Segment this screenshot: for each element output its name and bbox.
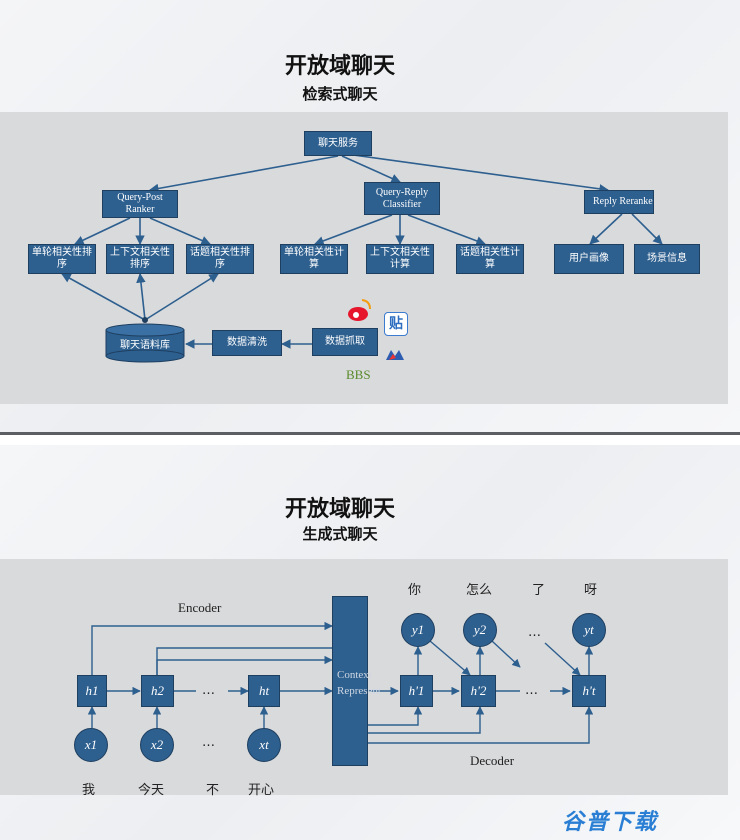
node-query-post-ranker: Query-Post Ranker [102, 190, 178, 218]
node-reply-reranker: Reply Reranker [584, 190, 654, 214]
output-word: 你 [408, 583, 422, 598]
node-single-turn-calc: 单轮相关性计算 [280, 244, 348, 274]
h-prime-node: h'2 [461, 675, 496, 707]
h-prime-node: h't [572, 675, 606, 707]
corpus-database-icon [105, 323, 185, 363]
node-topic-calc: 话题相关性计算 [456, 244, 524, 274]
encoder-label: Encoder [178, 600, 222, 615]
x-node: x2 [140, 728, 174, 762]
slide-subtitle: 检索式聊天 [302, 85, 378, 103]
ellipsis: … [525, 683, 538, 698]
site-watermark: 谷普下载 [562, 810, 659, 835]
decoder-label: Decoder [470, 753, 515, 768]
top-connectors [61, 153, 663, 363]
h-prime-node: h'1 [400, 675, 433, 707]
ellipsis: … [202, 683, 215, 698]
node-chat-corpus: 聊天语料库 [120, 340, 170, 351]
input-word: 我 [82, 783, 96, 798]
input-word: 不 [206, 783, 220, 798]
bbs-label: BBS [346, 367, 371, 382]
context-label: Context Represent [337, 669, 381, 697]
output-word: 呀 [584, 583, 598, 598]
generative-chat-slide: 开放域聊天 生成式聊天 [0, 445, 740, 840]
node-data-crawl: 数据抓取 [312, 328, 378, 356]
y-node: y1 [401, 613, 435, 647]
slide-title: 开放域聊天 [284, 497, 395, 522]
node-data-cleaning: 数据清洗 [212, 330, 282, 356]
node-topic-rank: 话题相关性排序 [186, 244, 254, 274]
input-word: 开心 [248, 783, 275, 798]
y-node: yt [572, 613, 606, 647]
retrieval-chat-slide: 开放域聊天 检索式聊天 [0, 0, 740, 432]
edge-service-rr [345, 153, 609, 194]
weibo-icon [348, 299, 371, 321]
x-node: xt [247, 728, 281, 762]
x-node: x1 [74, 728, 108, 762]
output-word: 了 [532, 583, 546, 598]
h-node: ht [248, 675, 280, 707]
ellipsis: … [528, 625, 541, 640]
node-query-reply-classifier: Query-Reply Classifier [364, 182, 440, 215]
context-vector-bar: Context Represent [332, 596, 381, 766]
node-scene-info: 场景信息 [634, 244, 700, 274]
input-word: 今天 [138, 783, 165, 798]
node-chat-service: 聊天服务 [304, 131, 372, 156]
seq2seq-connectors [87, 621, 594, 744]
output-word: 怎么 [466, 583, 493, 598]
h-node: h2 [141, 675, 174, 707]
ellipsis: … [202, 735, 215, 750]
node-user-profile: 用户画像 [554, 244, 624, 274]
slide-divider [0, 432, 740, 445]
y-node: y2 [463, 613, 497, 647]
h-node: h1 [77, 675, 107, 707]
node-context-calc: 上下文相关性计算 [366, 244, 434, 274]
bbs-icon [386, 350, 404, 360]
node-single-turn-rank: 单轮相关性排序 [28, 244, 96, 274]
node-context-rank: 上下文相关性排序 [106, 244, 174, 274]
slide-subtitle: 生成式聊天 [302, 525, 378, 543]
edge-service-qpr [149, 155, 339, 194]
slide-title: 开放域聊天 [284, 54, 395, 79]
tieba-icon: 贴 [384, 312, 408, 336]
edge-service-qrc [341, 155, 401, 183]
